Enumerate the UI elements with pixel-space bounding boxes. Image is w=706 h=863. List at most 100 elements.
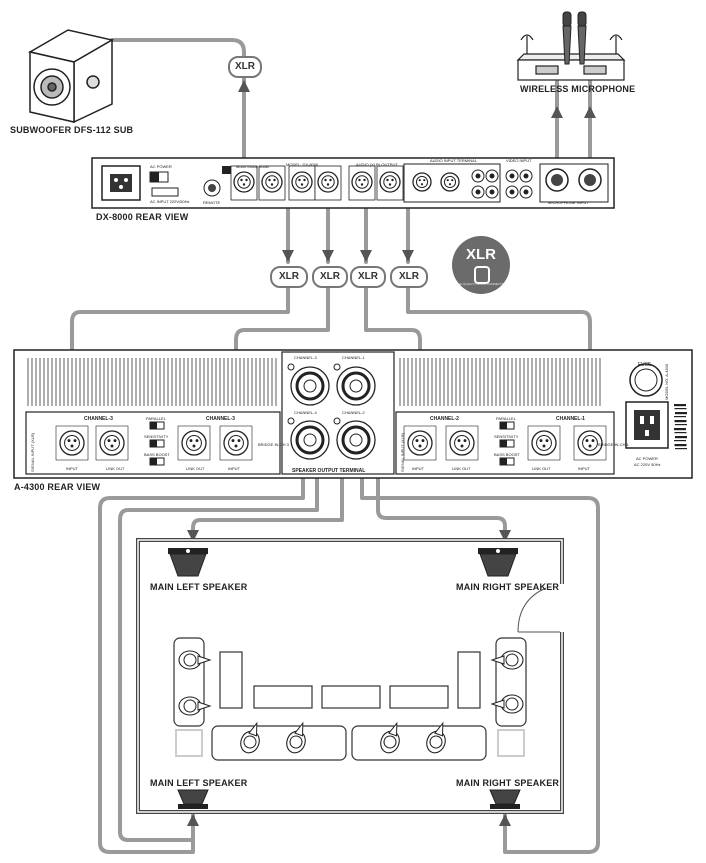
dx-xlr-output-jack-3-pin-1[interactable] (329, 178, 332, 182)
wireless-receiver-icon (516, 34, 626, 81)
dx-xlr-output-jack-2-inner[interactable] (295, 175, 309, 189)
dx-xlr-output-jack-4-pin-2[interactable] (360, 183, 364, 186)
dx-xlr-output-jack-2-pin-1[interactable] (303, 178, 306, 182)
amp-xlr-jack-1-pin-0[interactable] (107, 439, 111, 443)
dx-xlr-input-jack-1-pin-1[interactable] (451, 179, 454, 182)
amp-xlr-jack-2-pin-0[interactable] (189, 439, 193, 443)
bridge-text-left: BRIDGE IN-CH 3 (258, 442, 290, 447)
parallel-text-right: PARALLEL (496, 416, 517, 421)
dx-xlr-input-jack-1-pin-0[interactable] (446, 179, 449, 182)
input-label-right: INPUT (412, 466, 425, 471)
amp-xlr-jack-5-pin-0[interactable] (457, 439, 461, 443)
arrow-subwoofer (238, 80, 250, 92)
input-label-left-2: INPUT (228, 466, 241, 471)
dx-logo-icon (222, 166, 232, 174)
dx-xlr-output-jack-3-pin-0[interactable] (324, 178, 327, 182)
amp-xlr-jack-7-pin-2[interactable] (588, 444, 592, 448)
dx-voltage-switch[interactable] (151, 187, 179, 197)
dx-xlr-input-jack-0-pin-1[interactable] (423, 179, 426, 182)
amp-xlr-jack-6-pin-1[interactable] (545, 439, 549, 443)
dx-xlr-output-jack-0-pin-0[interactable] (240, 178, 243, 182)
amp-xlr-jack-6-inner[interactable] (536, 435, 552, 451)
amp-xlr-jack-5-inner[interactable] (454, 435, 470, 451)
dx-audio-input-text: AUDIO INPUT TERMINAL (430, 158, 478, 163)
amp-xlr-jack-6-pin-0[interactable] (539, 439, 543, 443)
amp-xlr-jack-0-pin-2[interactable] (70, 444, 74, 448)
xlr-connector-1: XLR (270, 266, 308, 288)
dx-xlr-output-jack-5-pin-1[interactable] (391, 178, 394, 182)
link-out-label-left-2: LINK OUT (186, 466, 205, 471)
amp-xlr-jack-0-pin-1[interactable] (73, 439, 77, 443)
xlr-connector-subwoofer: XLR (228, 56, 262, 78)
arrow-right-bottom-speaker (499, 814, 511, 826)
amp-xlr-jack-3-pin-2[interactable] (234, 444, 238, 448)
speaker-right-top-icon (478, 548, 518, 577)
person-front-4-arm (434, 721, 444, 737)
amp-xlr-jack-2-pin-1[interactable] (195, 439, 199, 443)
a4300-heatsink-vents (27, 358, 601, 406)
person-right-1 (490, 650, 524, 670)
dx-xlr-output-jack-1-inner[interactable] (265, 175, 279, 189)
dx-xlr-output-jack-5-pin-2[interactable] (388, 183, 392, 186)
dx-xlr-output-jack-3-pin-2[interactable] (326, 183, 330, 186)
dx-xlr-output-jack-1-pin-2[interactable] (270, 183, 274, 186)
amp-xlr-jack-7-pin-1[interactable] (591, 439, 595, 443)
ch2-label: CHANNEL-2 (430, 416, 459, 422)
signal-input-text-left: SIGNAL INPUT (XLR) (30, 432, 35, 472)
amp-xlr-jack-7-inner[interactable] (582, 435, 598, 451)
amp-xlr-jack-6-pin-2[interactable] (542, 444, 546, 448)
dx-rca-pin-6 (509, 189, 515, 195)
a4300-ac-power-text: AC POWER (636, 456, 658, 461)
barcode-bar (675, 424, 687, 426)
amp-xlr-jack-5-pin-2[interactable] (460, 444, 464, 448)
dx-xlr-input-jack-0-pin-0[interactable] (418, 179, 421, 182)
dx-xlr-input-jack-1-pin-2[interactable] (448, 183, 452, 186)
barcode-bar (674, 440, 686, 442)
amp-xlr-jack-4-pin-2[interactable] (418, 444, 422, 448)
barcode-bar (675, 448, 687, 450)
dx-xlr-input-jack-1-inner[interactable] (443, 175, 457, 189)
dx-xlr-output-jack-4-pin-0[interactable] (358, 178, 361, 182)
amp-xlr-jack-1-pin-1[interactable] (113, 439, 117, 443)
speakon-core-2 (303, 433, 317, 447)
person-front-4 (426, 721, 446, 754)
dx-xlr-output-jack-5-pin-0[interactable] (386, 178, 389, 182)
dx-xlr-output-jack-2-pin-2[interactable] (300, 183, 304, 186)
dx-xlr-output-jack-5-inner[interactable] (383, 175, 397, 189)
person-right-2-arm (490, 699, 505, 709)
amp-xlr-jack-0-inner[interactable] (64, 435, 80, 451)
dx-xlr-input-jack-0-pin-2[interactable] (420, 183, 424, 186)
amp-xlr-jack-0-pin-0[interactable] (67, 439, 71, 443)
side-speaker-left (219, 651, 243, 709)
dx-xlr-input-jack-0-inner[interactable] (415, 175, 429, 189)
dx-xlr-output-jack-1-pin-0[interactable] (268, 178, 271, 182)
dx-xlr-output-jack-0-pin-1[interactable] (245, 178, 248, 182)
amp-xlr-jack-2-pin-2[interactable] (192, 444, 196, 448)
dx-xlr-output-jack-1-pin-1[interactable] (273, 178, 276, 182)
dx-xlr-output-jack-0-inner[interactable] (237, 175, 251, 189)
amp-xlr-jack-4-pin-0[interactable] (415, 439, 419, 443)
bridge-text-right: BRIDGE IN-CH 1 (598, 442, 630, 447)
amp-xlr-jack-5-pin-1[interactable] (463, 439, 467, 443)
amp-xlr-jack-3-pin-1[interactable] (237, 439, 241, 443)
dx-xlr-output-jack-4-inner[interactable] (355, 175, 369, 189)
person-front-3 (380, 721, 400, 754)
amp-xlr-jack-7-pin-0[interactable] (585, 439, 589, 443)
dx-xlr-output-jack-0-pin-2[interactable] (242, 183, 246, 186)
amp-xlr-jack-4-inner[interactable] (412, 435, 428, 451)
person-left-1-arm (197, 655, 212, 665)
amp-xlr-jack-2-inner[interactable] (186, 435, 202, 451)
person-front-2 (286, 721, 306, 754)
barcode-bar (674, 408, 687, 410)
dx-xlr-output-jack-3-inner[interactable] (321, 175, 335, 189)
fuse-text: FUSE (638, 362, 652, 368)
dx-xlr-output-jack-4-pin-1[interactable] (363, 178, 366, 182)
amp-xlr-jack-1-pin-2[interactable] (110, 444, 114, 448)
ch3-label: CHANNEL-3 (84, 416, 113, 422)
dx-xlr-output-jack-2-pin-0[interactable] (298, 178, 301, 182)
amp-xlr-jack-1-inner[interactable] (104, 435, 120, 451)
amp-xlr-jack-3-pin-0[interactable] (231, 439, 235, 443)
dx-ac-power-text: AC POWER (150, 164, 172, 169)
amp-xlr-jack-4-pin-1[interactable] (421, 439, 425, 443)
amp-xlr-jack-3-inner[interactable] (228, 435, 244, 451)
